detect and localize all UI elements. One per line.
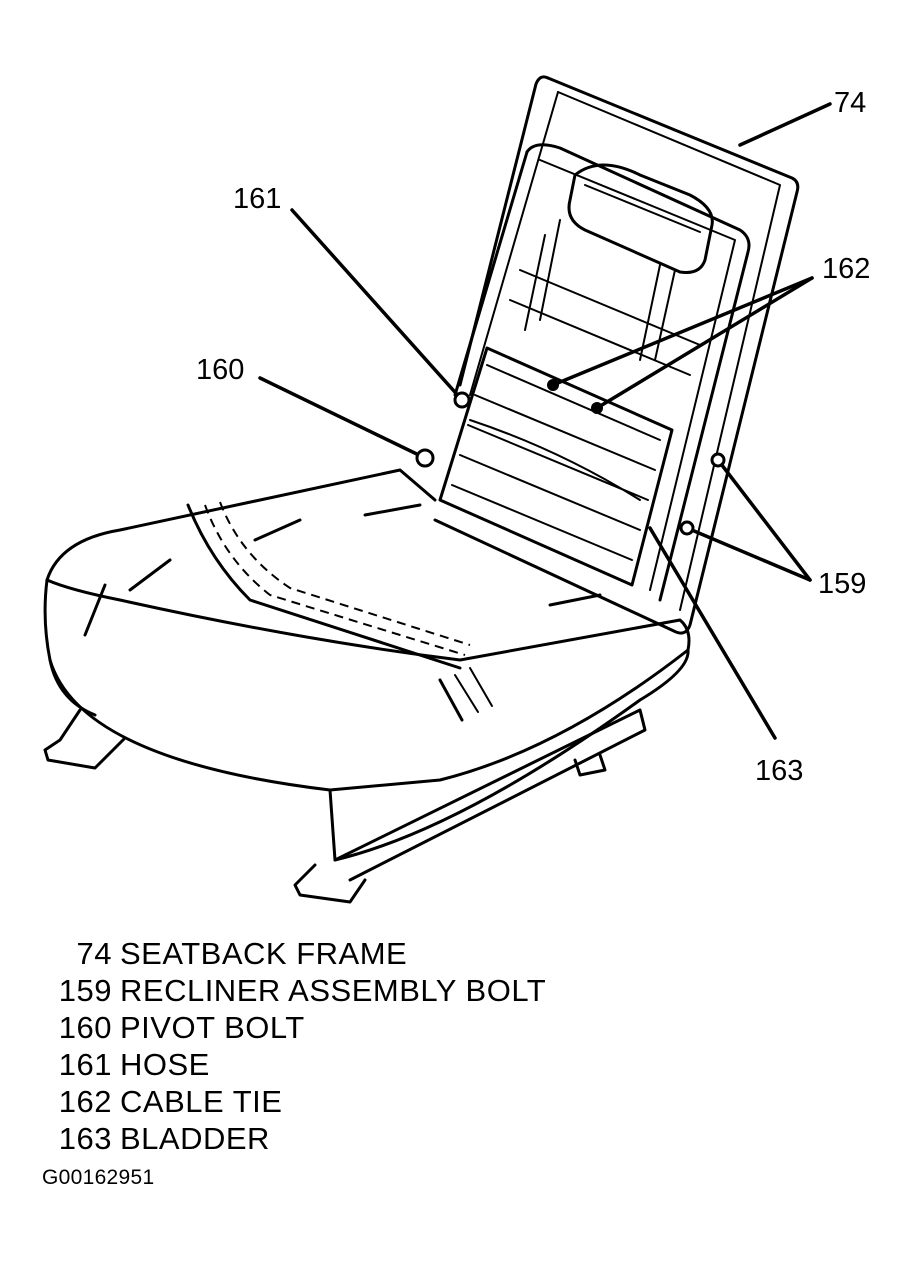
pivot-bolt-160 [415, 448, 435, 468]
callout-161: 161 [233, 183, 281, 215]
figure-id: G00162951 [42, 1166, 155, 1189]
leader-161 [290, 208, 464, 402]
leader-74 [738, 102, 832, 147]
leader-162b [595, 276, 814, 410]
recliner-bolt-159b [679, 520, 695, 536]
callout-159: 159 [818, 568, 866, 600]
leader-159a [716, 458, 812, 582]
legend-text: BLADDER [120, 1121, 270, 1156]
leader-lines [258, 102, 832, 740]
legend-text: SEATBACK FRAME [120, 936, 408, 971]
legend-text: PIVOT BOLT [120, 1010, 305, 1045]
legend-number: 162 [58, 1084, 112, 1119]
leader-163 [648, 526, 777, 740]
legend-text: HOSE [120, 1047, 210, 1082]
legend-number: 161 [58, 1047, 112, 1082]
bladder-drawing [438, 346, 674, 587]
cable-tie-162b [591, 402, 603, 414]
seat-diagram: 74 161 162 160 159 163 [43, 75, 870, 904]
cable-tie-162a [547, 379, 559, 391]
seatback-frame-drawing [433, 75, 800, 635]
callout-162: 162 [822, 253, 870, 285]
legend-number: 159 [58, 973, 112, 1008]
fastener-dots [415, 379, 726, 536]
leader-160 [258, 376, 427, 460]
leader-162a [551, 276, 814, 387]
callout-160: 160 [196, 354, 244, 386]
legend-text: RECLINER ASSEMBLY BOLT [120, 973, 547, 1008]
seat-base-drawing [43, 708, 647, 904]
callout-163: 163 [755, 755, 803, 787]
recliner-bolt-159a [710, 452, 726, 468]
callout-74: 74 [834, 87, 866, 119]
cushion-drawing [43, 468, 691, 862]
callout-labels: 74 161 162 160 159 163 [196, 87, 870, 787]
legend-number: 160 [58, 1010, 112, 1045]
legend-text: CABLE TIE [120, 1084, 283, 1119]
legend-number: 163 [58, 1121, 112, 1156]
legend-number: 74 [76, 936, 112, 971]
hose-fitting-161 [453, 391, 471, 409]
leader-159b [685, 526, 812, 582]
